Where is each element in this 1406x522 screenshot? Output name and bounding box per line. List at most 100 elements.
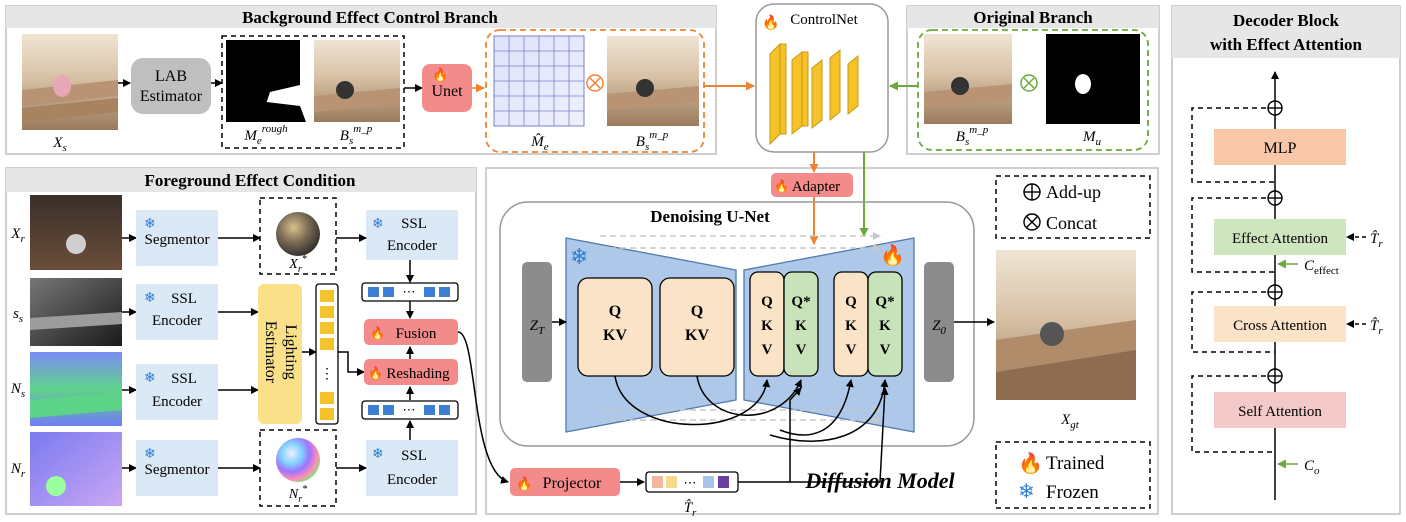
label-tr-hat-2: T̂r (1370, 318, 1383, 337)
image-bs-mp-2 (607, 36, 699, 126)
zt-bar (522, 262, 552, 382)
label-ns: Ns (10, 381, 25, 400)
svg-text:Lighting: Lighting (282, 324, 299, 379)
concat-icon (1020, 74, 1038, 92)
background-effect-panel: Background Effect Control Branch (5, 5, 717, 155)
label-zt: ZT (530, 318, 545, 337)
label-tr-hat: T̂r (684, 500, 697, 519)
svg-text:LAB: LAB (155, 68, 187, 85)
flame-icon: 🔥 (1018, 451, 1043, 475)
svg-text:SSL: SSL (401, 216, 427, 232)
projector-box: 🔥 Projector (510, 468, 620, 496)
ssl-encoder-box-ns: ❄ SSL Encoder (136, 364, 218, 420)
svg-text:Projector: Projector (543, 475, 602, 492)
svg-text:Q: Q (609, 303, 621, 320)
decoder-block-2: Q K V Q* K V (833, 271, 903, 377)
flame-icon: 🔥 (774, 179, 789, 193)
reshading-box: 🔥 Reshading (364, 359, 458, 385)
svg-text:SSL: SSL (171, 291, 197, 307)
concat-icon (586, 74, 604, 92)
svg-text:Concat: Concat (1046, 213, 1097, 233)
svg-text:Fusion: Fusion (396, 326, 437, 342)
snowflake-icon: ❄ (144, 291, 156, 306)
label-me-rough: Merough (243, 123, 288, 147)
image-bs-mp-3 (924, 34, 1012, 124)
label-xr: Xr (10, 226, 25, 245)
label-z0: Z0 (932, 318, 946, 337)
adapter-box: 🔥 Adapter (771, 173, 853, 197)
dashed-group-masks (221, 35, 405, 149)
snowflake-icon: ❄ (372, 217, 384, 232)
svg-text:Encoder: Encoder (387, 238, 437, 254)
svg-text:⋯: ⋯ (403, 284, 416, 299)
decoder-residuals (1191, 107, 1275, 453)
svg-text:K: K (879, 318, 891, 334)
flame-icon: 🔥 (880, 243, 905, 267)
original-branch-panel: Original Branch (906, 5, 1160, 155)
lighting-estimator-box: Lighting Estimator (258, 284, 302, 424)
svg-text:Segmentor: Segmentor (145, 232, 210, 248)
concat-icon (1023, 213, 1041, 231)
svg-text:V: V (762, 342, 773, 358)
lab-estimator-box: LAB Estimator (131, 58, 211, 114)
add-icon (1267, 190, 1283, 206)
snowflake-icon: ❄ (144, 371, 156, 386)
legend-ops: Add-up Concat (995, 175, 1151, 239)
unet-box: 🔥 Unet (422, 64, 472, 112)
xr-star-group (259, 197, 337, 275)
decoder-title-line2: with Effect Attention (1210, 35, 1363, 54)
svg-text:Encoder: Encoder (152, 394, 202, 410)
label-ss: ss (13, 306, 23, 325)
svg-text:Add-up: Add-up (1046, 182, 1101, 202)
fusion-box: 🔥 Fusion (364, 319, 458, 345)
ssl-encoder-box-ss: ❄ SSL Encoder (136, 284, 218, 340)
lighting-vector: ⋮ (315, 283, 339, 425)
label-xr-star: Xr* (288, 254, 306, 275)
label-nr: Nr (10, 461, 26, 480)
foreground-panel-title: Foreground Effect Condition (145, 171, 356, 190)
encoder-block-2: Q KV (659, 277, 735, 377)
z0-bar (924, 262, 954, 382)
add-icon (1267, 368, 1283, 384)
svg-text:Unet: Unet (431, 83, 463, 100)
svg-text:ControlNet: ControlNet (790, 12, 858, 28)
svg-text:Q: Q (761, 294, 773, 310)
ssl-encoder-box-xr: ❄ SSL Encoder (366, 210, 458, 260)
svg-text:Self Attention: Self Attention (1238, 404, 1322, 420)
label-xs: Xs (52, 135, 66, 154)
feature-vector-bottom: ⋯ (361, 400, 459, 420)
svg-text:Adapter: Adapter (792, 179, 840, 195)
svg-text:KV: KV (603, 327, 627, 344)
svg-text:Reshading: Reshading (386, 366, 450, 382)
image-xgt (996, 250, 1136, 400)
svg-text:⋯: ⋯ (403, 402, 416, 417)
svg-text:SSL: SSL (171, 371, 197, 387)
mlp-box: MLP (1214, 129, 1346, 165)
svg-text:V: V (796, 342, 807, 358)
svg-text:Trained: Trained (1046, 453, 1105, 474)
label-c-effect: Ceffect (1304, 258, 1339, 277)
diffusion-model-title: Diffusion Model (804, 468, 955, 493)
decoder-panel: Decoder Block with Effect Attention (1171, 5, 1401, 515)
feature-vector-top: ⋯ (361, 282, 459, 302)
svg-text:V: V (880, 342, 891, 358)
svg-text:Q*: Q* (791, 294, 810, 310)
add-icon (1023, 183, 1041, 201)
svg-text:K: K (761, 318, 773, 334)
label-mu: Mu (1082, 129, 1102, 148)
svg-text:Q*: Q* (875, 294, 894, 310)
effect-attention-box: Effect Attention (1214, 219, 1346, 255)
snowflake-icon: ❄ (144, 217, 156, 232)
svg-text:Q: Q (845, 294, 857, 310)
decoder-title-line1: Decoder Block (1233, 11, 1339, 30)
svg-text:K: K (845, 318, 857, 334)
tr-hat-vector: ⋯ (645, 471, 739, 493)
nr-star-group (259, 429, 337, 507)
flame-icon: 🔥 (370, 326, 385, 340)
controlnet-box: 🔥 ControlNet (755, 3, 889, 153)
image-ss (30, 278, 122, 346)
cross-attention-box: Cross Attention (1214, 306, 1346, 342)
svg-text:SSL: SSL (401, 448, 427, 464)
svg-text:Estimator: Estimator (262, 321, 279, 384)
